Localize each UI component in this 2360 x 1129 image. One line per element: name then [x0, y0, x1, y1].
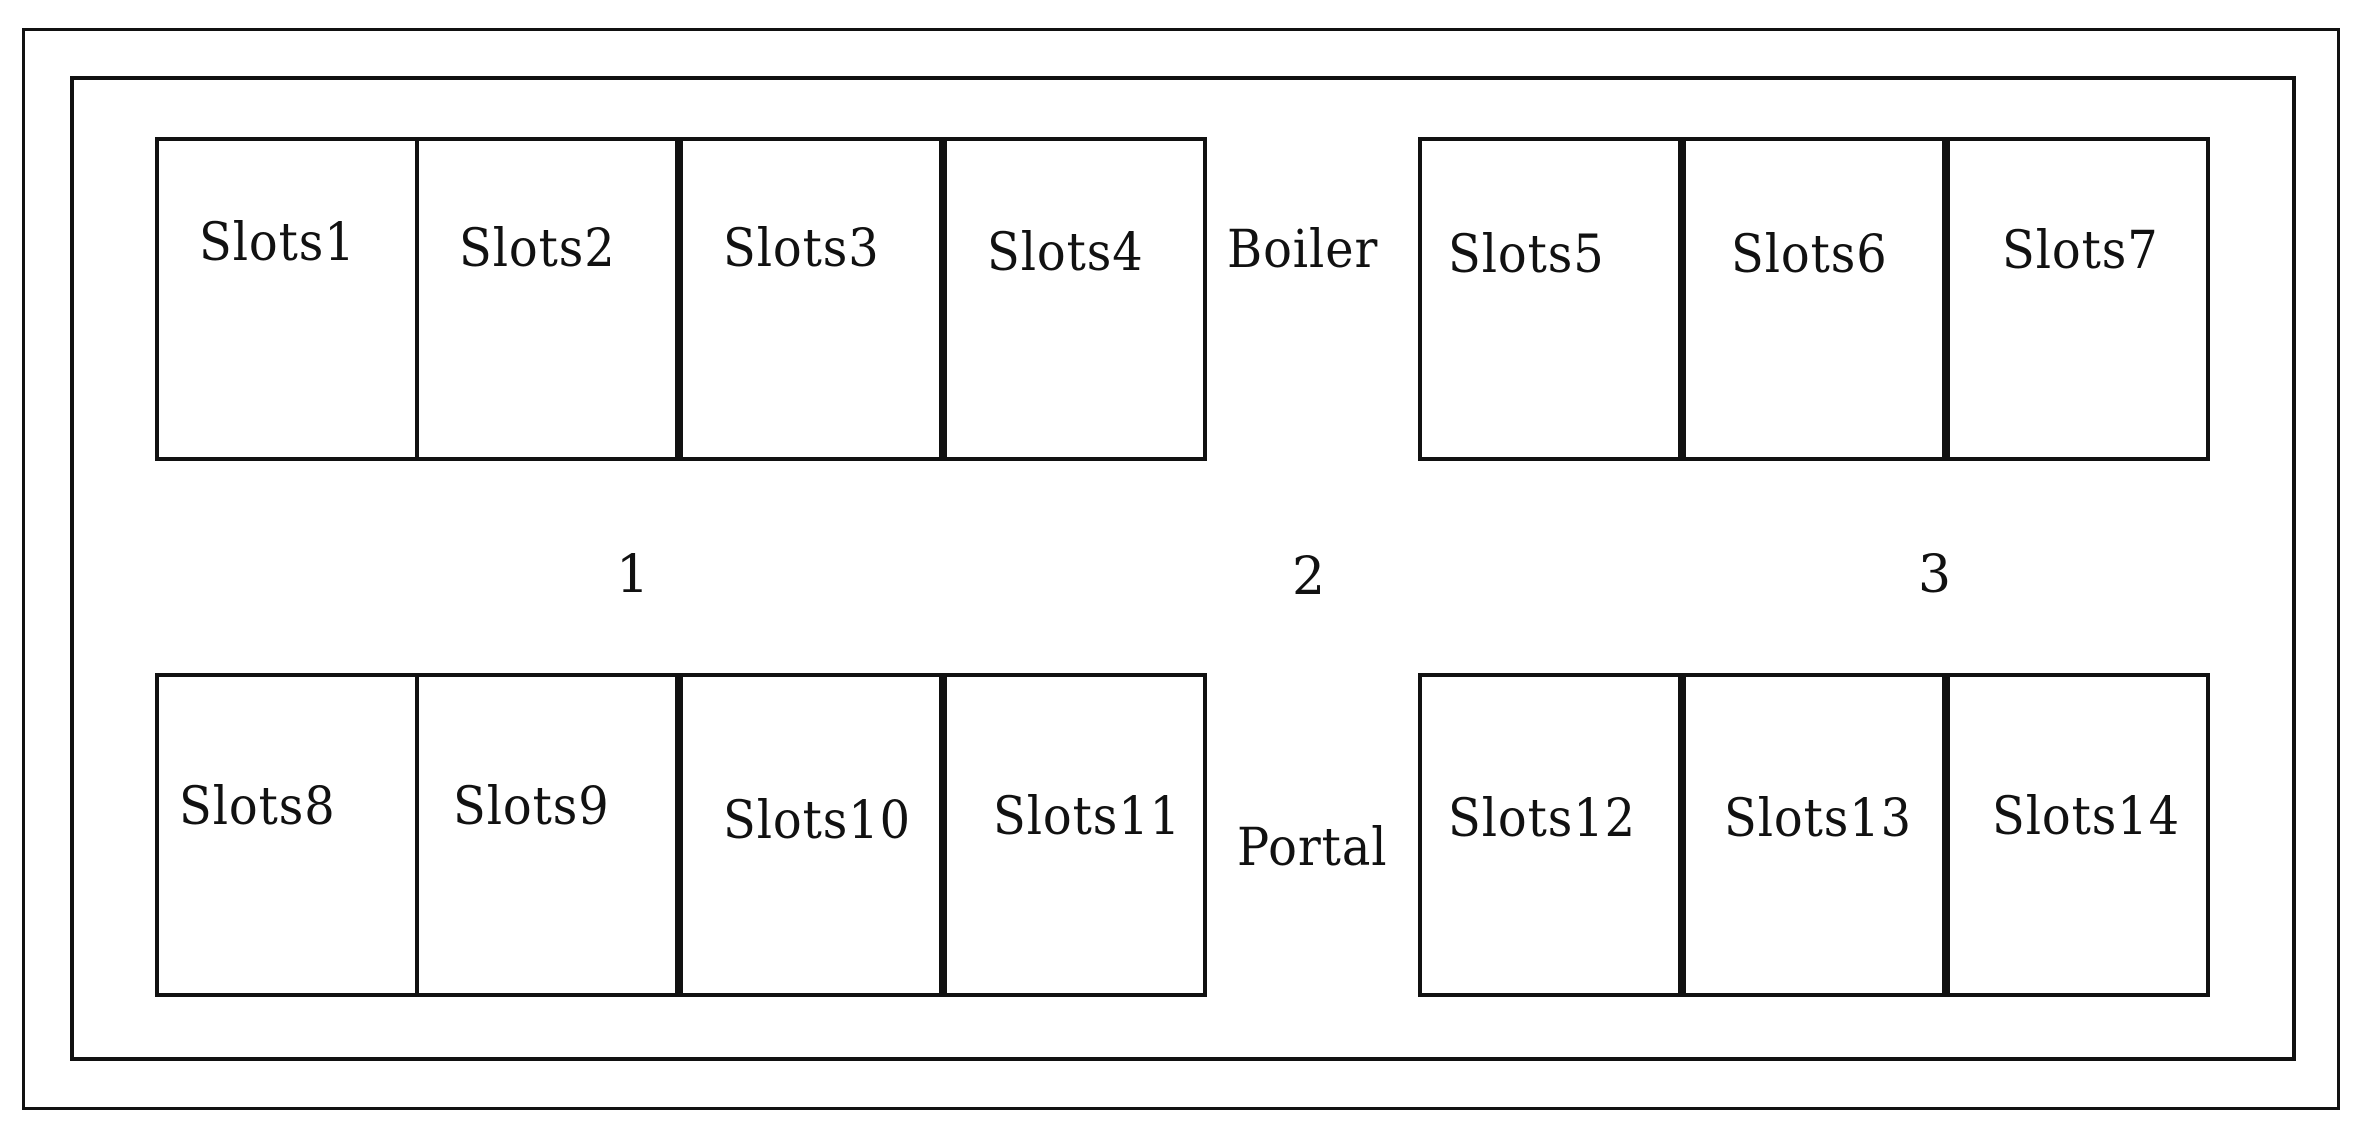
zone-3-label: 3	[1918, 545, 1953, 605]
slot-13-label: Slots13	[1724, 789, 1912, 849]
slot-5: Slots5	[1418, 137, 1682, 461]
slot-11: Slots11	[943, 673, 1207, 997]
portal-label: Portal	[1237, 818, 1388, 878]
slot-3-label: Slots3	[723, 219, 880, 279]
slot-8-label: Slots8	[179, 777, 336, 837]
slot-14-label: Slots14	[1992, 787, 2180, 847]
slot-7-label: Slots7	[2002, 221, 2159, 281]
slot-9: Slots9	[415, 673, 679, 997]
slot-12: Slots12	[1418, 673, 1682, 997]
slot-10-label: Slots10	[723, 791, 911, 851]
zone-1-label: 1	[616, 545, 651, 605]
slot-4-label: Slots4	[987, 223, 1144, 283]
slot-1: Slots1	[155, 137, 419, 461]
slot-6: Slots6	[1682, 137, 1946, 461]
slot-8: Slots8	[155, 673, 419, 997]
slot-14: Slots14	[1946, 673, 2210, 997]
slot-12-label: Slots12	[1448, 789, 1636, 849]
outer-frame	[22, 28, 2340, 1110]
slot-13: Slots13	[1682, 673, 1946, 997]
slot-6-label: Slots6	[1731, 225, 1888, 285]
slot-7: Slots7	[1946, 137, 2210, 461]
slot-2: Slots2	[415, 137, 679, 461]
inner-frame	[70, 76, 2296, 1061]
boiler-label: Boiler	[1227, 220, 1379, 280]
slot-4: Slots4	[943, 137, 1207, 461]
slot-2-label: Slots2	[459, 219, 616, 279]
slot-3: Slots3	[679, 137, 943, 461]
zone-2-label: 2	[1292, 547, 1327, 607]
slot-10: Slots10	[679, 673, 943, 997]
slot-11-label: Slots11	[993, 787, 1181, 847]
slot-5-label: Slots5	[1448, 225, 1605, 285]
slot-9-label: Slots9	[453, 777, 610, 837]
slot-1-label: Slots1	[199, 213, 356, 273]
